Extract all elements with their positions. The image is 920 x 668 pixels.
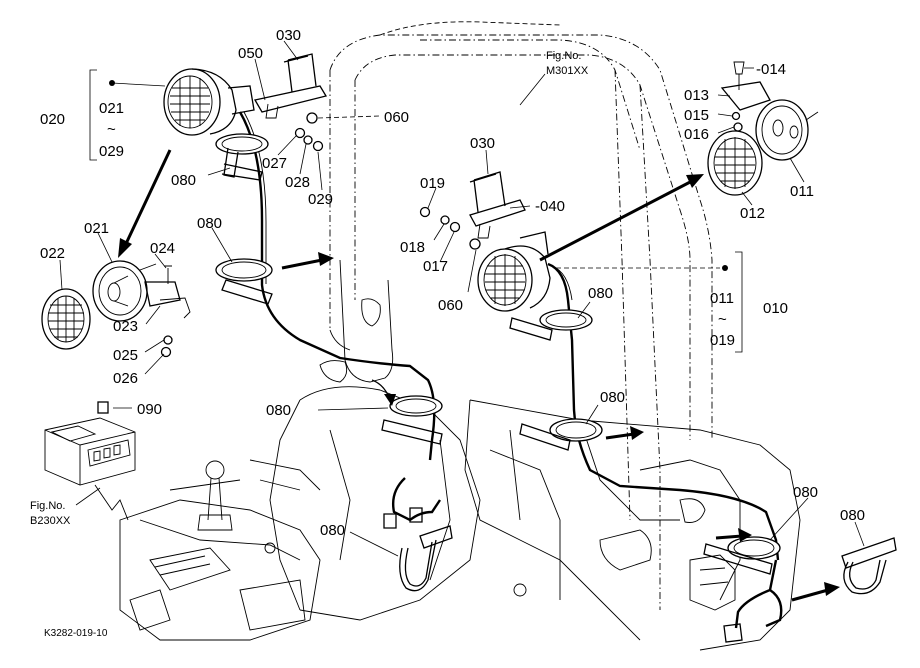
callout-040: -040 (535, 198, 565, 215)
callout-020: 020 (40, 111, 65, 128)
callout-029-range: 029 (99, 143, 124, 160)
callout-015: 015 (684, 107, 709, 124)
upper-bracket-and-u-bolt (253, 53, 328, 152)
fig-ref-b230-line1: Fig.No. (30, 500, 65, 512)
leader-lines (59, 40, 865, 557)
callout-030-middle: 030 (470, 135, 495, 152)
callout-021: 021 (84, 220, 109, 237)
callout-019: 019 (420, 175, 445, 192)
callout-080-right-upper: 080 (588, 285, 613, 302)
middle-right-work-light (477, 231, 728, 312)
callout-011-range: 011 (710, 290, 734, 307)
drawing-code: K3282-019-10 (44, 628, 108, 639)
callout-050: 050 (238, 45, 263, 62)
callout-021-upper: 021 (99, 100, 124, 117)
callout-080-right-mid: 080 (600, 389, 625, 406)
callout-014: -014 (756, 61, 786, 78)
callout-060-middle: 060 (438, 297, 463, 314)
fig-ref-m301-line1: Fig.No. (546, 50, 581, 62)
part-callouts: 020 021 ~ 029 030 050 060 027 028 029 08… (30, 27, 865, 639)
callout-028: 028 (285, 174, 310, 191)
callout-080-mid-left: 080 (197, 215, 222, 232)
callout-080-loose-right: 080 (840, 507, 865, 524)
callout-022: 022 (40, 245, 65, 262)
callout-tilde-upper: ~ (107, 121, 116, 138)
callout-018: 018 (400, 239, 425, 256)
callout-010: 010 (763, 300, 788, 317)
callout-024: 024 (150, 240, 175, 257)
fig-ref-b230-line2: B230XX (30, 515, 71, 527)
callout-tilde-lower: ~ (718, 311, 727, 328)
callout-080-upper-left: 080 (171, 172, 196, 189)
cab-frame-drawing (44, 21, 801, 651)
fig-ref-m301-line2: M301XX (546, 65, 589, 77)
middle-bracket-and-u-bolt (419, 171, 526, 250)
callout-027: 027 (262, 155, 287, 172)
callout-060-upper: 060 (384, 109, 409, 126)
callout-023: 023 (113, 318, 138, 335)
callout-080-loose-center: 080 (320, 522, 345, 539)
callout-016: 016 (684, 126, 709, 143)
upper-left-work-light (109, 68, 255, 136)
callout-080-center: 080 (266, 402, 291, 419)
callout-030-upper: 030 (276, 27, 301, 44)
callout-025: 025 (113, 347, 138, 364)
callout-017: 017 (423, 258, 448, 275)
cable-clamps (215, 133, 897, 595)
callout-019-range: 019 (710, 332, 735, 349)
callout-012: 012 (740, 205, 765, 222)
wiring-harness (238, 111, 783, 643)
assembly-arrows (118, 149, 840, 602)
callout-013: 013 (684, 87, 709, 104)
right-lamp-exploded (707, 61, 819, 196)
left-lamp-exploded (41, 260, 191, 358)
callout-029: 029 (308, 191, 333, 208)
callout-011: 011 (790, 183, 814, 200)
callout-026: 026 (113, 370, 138, 387)
callout-080-right-lower: 080 (793, 484, 818, 501)
callout-090: 090 (137, 401, 162, 418)
